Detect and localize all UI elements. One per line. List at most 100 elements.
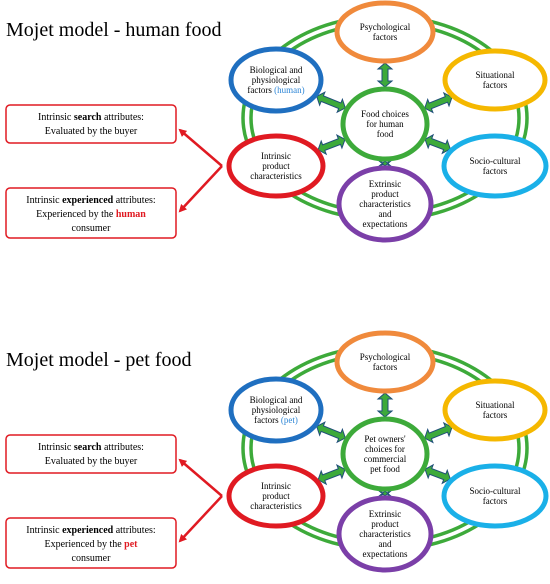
intrinsic-product-text-line: product	[262, 491, 290, 501]
biological-factors-node-outline	[228, 376, 324, 444]
search-attributes-text: Intrinsic search attributes: Evaluated by…	[38, 112, 144, 137]
intrinsic-product-text-line: Intrinsic	[261, 481, 291, 491]
center-choice-node	[340, 86, 430, 162]
red-arrow-search	[178, 458, 223, 497]
center-choice-text-line: choices for	[365, 444, 405, 454]
experienced-highlight: pet	[124, 539, 138, 550]
extrinsic-product-text-line: expectations	[363, 219, 408, 229]
experienced-highlight: human	[116, 209, 146, 220]
center-choice-text-line: food	[377, 129, 394, 139]
experienced-keyword: experienced	[62, 195, 114, 206]
situational-factors-node-outline	[442, 48, 548, 112]
panel-title: Mojet model - human food	[6, 19, 222, 41]
situational-factors-text-line: factors	[483, 410, 508, 420]
socio-cultural-factors-text-line: Socio-cultural	[470, 486, 521, 496]
intrinsic-product-text-line: Intrinsic	[261, 151, 291, 161]
biological-factors-line: Biological and	[250, 65, 303, 75]
situational-factors-text-line: Situational	[476, 70, 515, 80]
experienced-line3: consumer	[72, 223, 112, 234]
socio-cultural-factors-node-outline	[441, 463, 549, 529]
extrinsic-product-text-line: Extrinsic	[369, 509, 402, 519]
intrinsic-product-text-line: characteristics	[250, 501, 302, 511]
search-line1-suffix: attributes:	[101, 442, 144, 453]
psych-arrow	[376, 392, 394, 418]
extrinsic-product-text-line: product	[371, 189, 399, 199]
experienced-line3: consumer	[72, 553, 112, 564]
center-choice-text-line: Pet owners'	[364, 434, 406, 444]
extrinsic-product-text-line: expectations	[363, 549, 408, 559]
biological-factors-node-outline	[228, 46, 324, 114]
socio-cultural-factors-node-outline	[441, 133, 549, 199]
search-attributes-text: Intrinsic search attributes: Evaluated by…	[38, 442, 144, 467]
biological-factors-highlight: (human)	[274, 85, 305, 95]
panel-title: Mojet model - pet food	[6, 349, 192, 371]
center-choice-text-line: Food choices	[361, 109, 409, 119]
socio-cultural-factors-text-line: Socio-cultural	[470, 156, 521, 166]
intrinsic-product-node-outline	[226, 463, 326, 529]
biological-factors-line: Biological and	[250, 395, 303, 405]
extrinsic-product-node-outline	[336, 495, 434, 573]
search-keyword: search	[74, 442, 102, 453]
experienced-line2-prefix: Experienced by the	[36, 209, 116, 220]
extrinsic-product-text-line: characteristics	[359, 529, 411, 539]
biological-factors-line: physiological	[252, 75, 301, 85]
experienced-line1-suffix: attributes:	[113, 195, 156, 206]
search-line2: Evaluated by the buyer	[45, 456, 138, 467]
experienced-line1-prefix: Intrinsic	[26, 525, 62, 536]
experienced-attributes-text: Intrinsic experienced attributes:Experie…	[26, 525, 155, 564]
search-attributes-box	[5, 434, 177, 474]
biological-factors-prefix: factors	[254, 415, 281, 425]
psychological-factors-text-line: factors	[373, 32, 398, 42]
situational-factors-text-line: Situational	[476, 400, 515, 410]
search-line1-prefix: Intrinsic	[38, 442, 74, 453]
psychological-factors-text-line: factors	[373, 362, 398, 372]
psychological-factors-text-line: Psychological	[360, 352, 411, 362]
search-line2: Evaluated by the buyer	[45, 126, 138, 137]
psychological-factors-node-outline	[334, 0, 436, 64]
search-attributes-box	[5, 104, 177, 144]
biological-factors-line: factors (human)	[247, 85, 304, 95]
intrinsic-product-text-line: characteristics	[250, 171, 302, 181]
experienced-keyword: experienced	[62, 525, 114, 536]
experienced-attributes-box	[5, 517, 177, 569]
search-line1-prefix: Intrinsic	[38, 112, 74, 123]
experienced-line1-prefix: Intrinsic	[26, 195, 62, 206]
biological-factors-line: factors (pet)	[254, 415, 298, 425]
center-choice-text-line: for human	[366, 119, 404, 129]
extrinsic-product-node-outline	[336, 165, 434, 243]
experienced-attributes-text: Intrinsic experienced attributes: Experie…	[26, 195, 155, 234]
socio-cultural-factors-text-line: factors	[483, 496, 508, 506]
search-keyword: search	[74, 112, 102, 123]
extrinsic-product-text-line: product	[371, 519, 399, 529]
biological-factors-prefix: factors	[247, 85, 274, 95]
center-choice-text-line: commercial	[364, 454, 407, 464]
intrinsic-product-node-outline	[226, 133, 326, 199]
biological-factors-line: physiological	[252, 405, 301, 415]
center-choice-text-line: pet food	[370, 464, 400, 474]
extrinsic-product-text-line: and	[379, 539, 392, 549]
extrinsic-product-text-line: characteristics	[359, 199, 411, 209]
experienced-attributes-box	[5, 187, 177, 239]
socio-cultural-factors-text-line: factors	[483, 166, 508, 176]
psych-arrow	[376, 62, 394, 88]
red-arrow-experienced	[178, 165, 223, 213]
search-line1-suffix: attributes:	[101, 112, 144, 123]
situational-factors-node-outline	[442, 378, 548, 442]
red-arrow-experienced	[178, 495, 223, 543]
red-arrow-search	[178, 128, 223, 167]
